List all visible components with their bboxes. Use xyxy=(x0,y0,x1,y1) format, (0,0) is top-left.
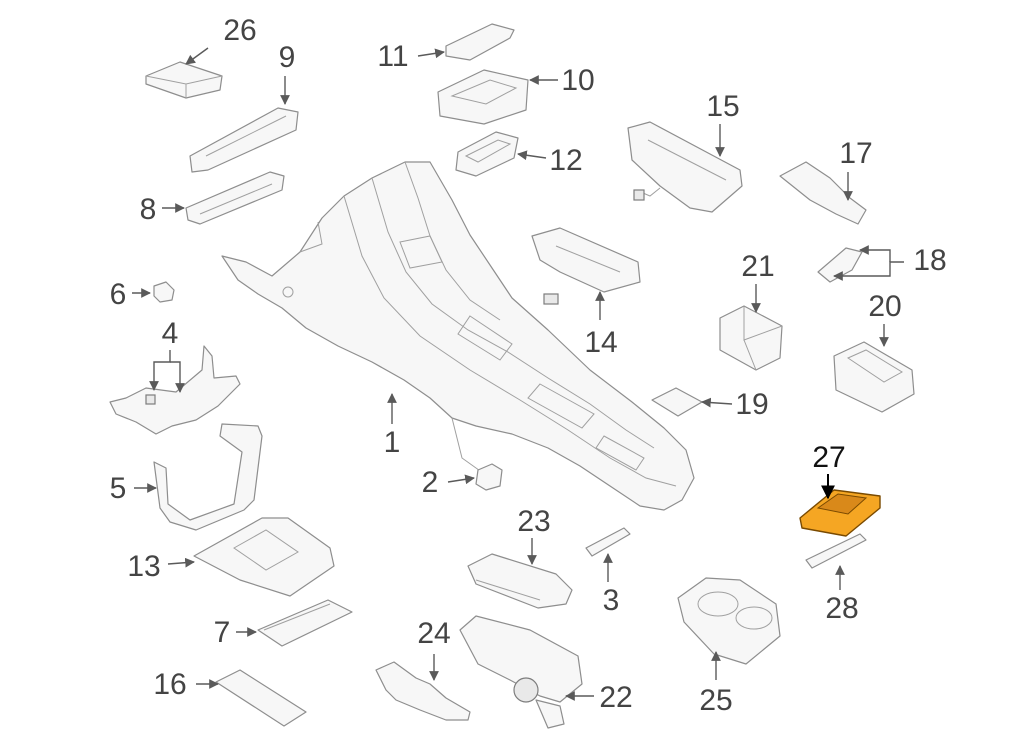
part-3-trim-strip[interactable] xyxy=(585,527,631,557)
leader-lines xyxy=(132,47,904,701)
callout-20: 20 xyxy=(868,290,901,323)
callout-17: 17 xyxy=(839,137,872,170)
callout-13: 13 xyxy=(127,550,160,583)
part-9-side-trim[interactable] xyxy=(189,107,299,173)
part-21-socket-box[interactable] xyxy=(719,305,783,371)
callout-9: 9 xyxy=(279,41,296,74)
callout-18: 18 xyxy=(913,244,946,277)
callout-12: 12 xyxy=(549,144,582,177)
part-12-insert[interactable] xyxy=(455,131,519,177)
part-23-armrest-lid[interactable] xyxy=(467,553,573,609)
part-6-clip[interactable] xyxy=(153,281,175,303)
part-28-strip[interactable] xyxy=(805,533,867,569)
callout-27: 27 xyxy=(812,441,845,474)
callout-6: 6 xyxy=(110,278,127,311)
part-10-tray[interactable] xyxy=(437,69,529,125)
callout-5: 5 xyxy=(110,472,127,505)
callout-10: 10 xyxy=(561,64,594,97)
callout-3: 3 xyxy=(603,584,620,617)
callout-23: 23 xyxy=(517,505,550,538)
part-20-ashtray-housing[interactable] xyxy=(833,341,915,413)
part-25-cup-holder[interactable] xyxy=(677,577,781,665)
part-27-highlighted-tray[interactable] xyxy=(799,489,881,537)
part-2-bracket[interactable] xyxy=(475,463,503,491)
part-8-rail[interactable] xyxy=(185,171,285,225)
callout-7: 7 xyxy=(214,616,231,649)
part-24-hinge-bracket[interactable] xyxy=(375,661,471,721)
callout-4: 4 xyxy=(162,317,179,350)
callout-labels: 1234567891011121314151617181920212223242… xyxy=(110,14,947,717)
part-15-gear-module[interactable] xyxy=(627,121,743,213)
part-18-clip[interactable] xyxy=(817,247,863,283)
callout-24: 24 xyxy=(417,617,450,650)
callout-8: 8 xyxy=(140,193,157,226)
callout-25: 25 xyxy=(699,684,732,717)
callout-28: 28 xyxy=(825,592,858,625)
callout-15: 15 xyxy=(706,90,739,123)
part-14-switch-panel[interactable] xyxy=(531,227,641,305)
callout-16: 16 xyxy=(153,668,186,701)
part-5-mounting-frame[interactable] xyxy=(153,423,263,531)
callout-19: 19 xyxy=(735,388,768,421)
part-4-lower-bracket[interactable] xyxy=(109,345,241,435)
part-19-pad[interactable] xyxy=(651,387,703,417)
part-7-cover-panel[interactable] xyxy=(257,599,353,647)
part-17-trim-piece[interactable] xyxy=(779,161,867,225)
part-1-center-console[interactable] xyxy=(221,161,695,511)
callout-2: 2 xyxy=(422,466,439,499)
part-11-lid[interactable] xyxy=(445,23,515,61)
callout-21: 21 xyxy=(741,250,774,283)
part-22-armrest-base[interactable] xyxy=(459,615,583,729)
part-26-cover[interactable] xyxy=(145,61,223,99)
callout-11: 11 xyxy=(377,40,408,73)
callout-14: 14 xyxy=(584,326,617,359)
callout-26: 26 xyxy=(223,14,256,47)
callout-22: 22 xyxy=(599,681,632,714)
callout-1: 1 xyxy=(384,426,401,459)
part-16-mat[interactable] xyxy=(215,669,307,727)
part-13-shift-bezel[interactable] xyxy=(193,517,335,597)
